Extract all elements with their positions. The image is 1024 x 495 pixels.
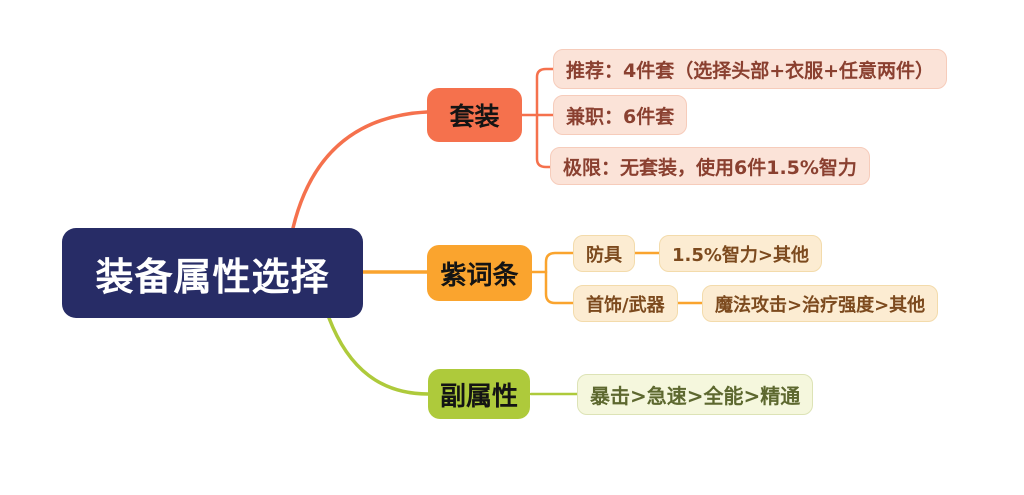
leaf-extreme-set: 极限：无套装，使用6件1.5%智力 [550, 147, 870, 185]
branch-purple-affix-node: 紫词条 [427, 245, 532, 301]
leaf-armor-priority: 1.5%智力>其他 [659, 235, 823, 272]
branch-set-node: 套装 [427, 88, 522, 142]
leaf-recommended-set: 推荐：4件套（选择头部+衣服+任意两件） [553, 49, 948, 89]
connector-purple-bracket [544, 251, 575, 305]
node-armor: 防具 [573, 235, 635, 272]
connector-root-to-secondary-stat [327, 316, 430, 396]
node-accessory-weapon: 首饰/武器 [573, 285, 678, 322]
leaf-secondary-stat-priority: 暴击>急速>全能>精通 [577, 374, 814, 415]
root-node: 装备属性选择 [62, 228, 363, 318]
leaf-accessory-weapon-priority: 魔法攻击>治疗强度>其他 [702, 285, 939, 322]
branch-secondary-stat-node: 副属性 [428, 369, 530, 419]
connector-root-to-set [291, 110, 429, 230]
leaf-parttime-set: 兼职：6件套 [553, 95, 688, 135]
